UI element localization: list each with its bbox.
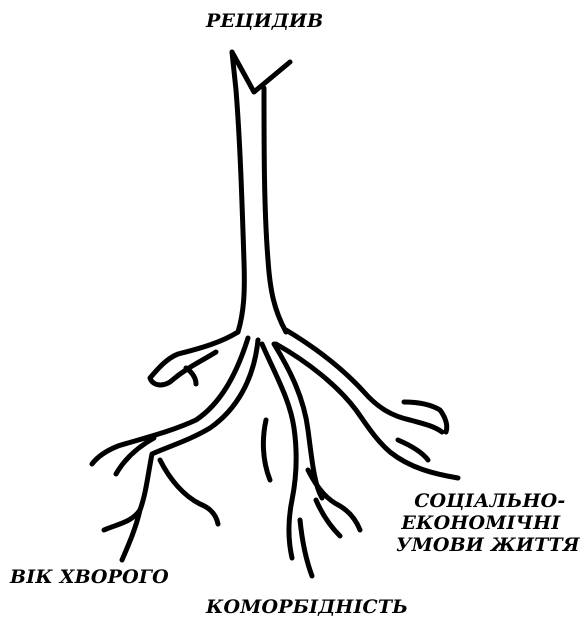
label-socioeconomic: СОЦІАЛЬНО- ЕКОНОМІЧНІ УМОВИ ЖИТТЯ (382, 490, 580, 556)
branch-left-upper (150, 332, 238, 385)
root-left (92, 338, 258, 560)
label-socioeconomic-line-3: УМОВИ ЖИТТЯ (396, 534, 580, 556)
trunk (232, 52, 290, 332)
label-socioeconomic-line-2: ЕКОНОМІЧНІ (382, 512, 580, 534)
label-patient-age: ВІК ХВОРОГО (10, 566, 169, 588)
label-socioeconomic-line-1: СОЦІАЛЬНО- (400, 490, 580, 512)
label-relapse: РЕЦИДИВ (206, 10, 323, 32)
label-comorbidity: КОМОРБІДНІСТЬ (206, 596, 408, 618)
root-center (262, 344, 360, 576)
